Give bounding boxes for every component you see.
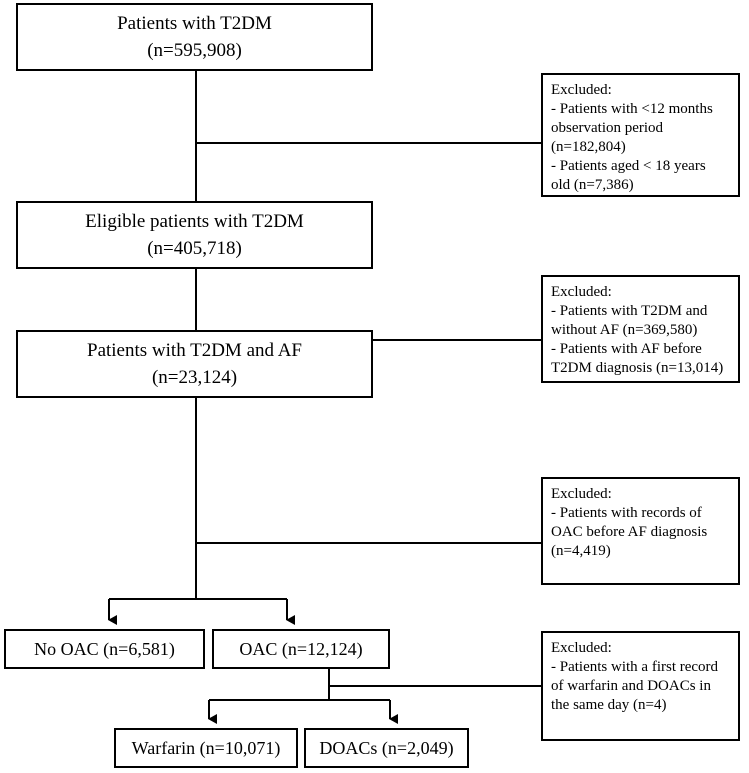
box-eligible-title: Eligible patients with T2DM xyxy=(85,211,304,232)
exclusion-3-line: - Patients with records of xyxy=(551,505,702,521)
box-t2dm-af-title: Patients with T2DM and AF xyxy=(87,340,302,361)
box-eligible-count: (n=405,718) xyxy=(147,238,242,259)
box-t2dm-af: Patients with T2DM and AF (n=23,124) xyxy=(16,330,373,398)
exclusion-box-4: Excluded: - Patients with a first record… xyxy=(541,631,740,741)
exclusion-3-line: Excluded: xyxy=(551,486,612,502)
exclusion-box-1: Excluded: - Patients with <12 months obs… xyxy=(541,73,740,197)
box-oac: OAC (n=12,124) xyxy=(212,629,390,669)
box-doacs-label: DOACs (n=2,049) xyxy=(319,738,454,758)
box-patients-t2dm-count: (n=595,908) xyxy=(147,40,242,61)
exclusion-4-line: - Patients with a first record xyxy=(551,659,719,675)
box-doacs: DOACs (n=2,049) xyxy=(304,728,469,768)
box-warfarin: Warfarin (n=10,071) xyxy=(114,728,298,768)
box-oac-label: OAC (n=12,124) xyxy=(239,639,363,659)
box-warfarin-label: Warfarin (n=10,071) xyxy=(131,738,281,758)
exclusion-2-line: T2DM diagnosis (n=13,014) xyxy=(551,360,724,376)
exclusion-1-line: old (n=7,386) xyxy=(551,177,634,193)
box-no-oac-label: No OAC (n=6,581) xyxy=(34,639,175,659)
box-patients-t2dm-title: Patients with T2DM xyxy=(117,13,272,34)
exclusion-1-line: - Patients with <12 months xyxy=(551,101,713,117)
box-t2dm-af-count: (n=23,124) xyxy=(151,367,238,388)
exclusion-1-line: (n=182,804) xyxy=(551,139,626,155)
exclusion-1-line: observation period xyxy=(551,120,664,136)
exclusion-2-line: - Patients with T2DM and xyxy=(551,303,708,319)
exclusion-2-line: - Patients with AF before xyxy=(551,341,702,357)
exclusion-4-line: the same day (n=4) xyxy=(551,697,667,713)
exclusion-2-line: without AF (n=369,580) xyxy=(551,322,698,338)
box-patients-t2dm: Patients with T2DM (n=595,908) xyxy=(16,3,373,71)
exclusion-4-line: Excluded: xyxy=(551,640,612,656)
exclusion-1-line: Excluded: xyxy=(551,82,612,98)
exclusion-3-line: (n=4,419) xyxy=(551,543,611,559)
exclusion-box-2: Excluded: - Patients with T2DM and witho… xyxy=(541,275,740,383)
exclusion-3-line: OAC before AF diagnosis xyxy=(551,524,708,540)
box-eligible-patients: Eligible patients with T2DM (n=405,718) xyxy=(16,201,373,269)
exclusion-4-line: of warfarin and DOACs in xyxy=(551,678,711,694)
exclusion-box-3: Excluded: - Patients with records of OAC… xyxy=(541,477,740,585)
box-no-oac: No OAC (n=6,581) xyxy=(4,629,205,669)
exclusion-2-line: Excluded: xyxy=(551,284,612,300)
exclusion-1-line: - Patients aged < 18 years xyxy=(551,158,706,174)
